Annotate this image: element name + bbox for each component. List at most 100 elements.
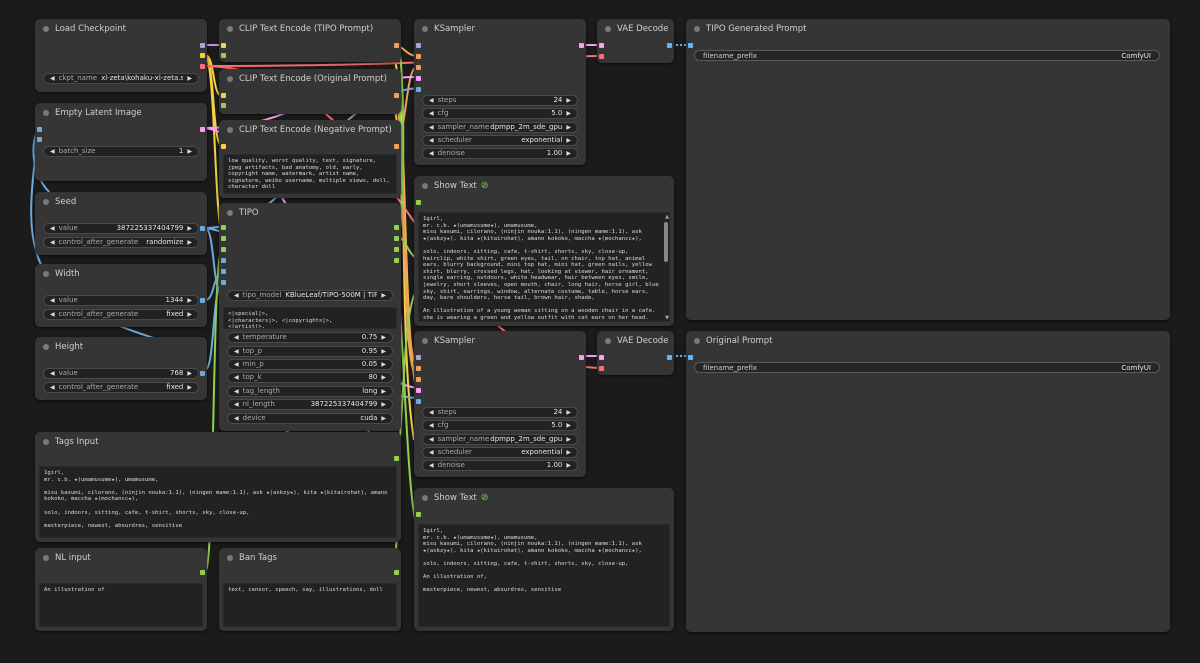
left-arrow-icon[interactable]: ◀ <box>429 110 434 117</box>
right-arrow-icon[interactable]: ▶ <box>381 374 386 381</box>
clip-input-port[interactable] <box>221 144 226 149</box>
vae-decode-node-1[interactable]: VAE Decode <box>597 19 674 63</box>
left-arrow-icon[interactable]: ◀ <box>429 422 434 429</box>
left-arrow-icon[interactable]: ◀ <box>50 239 55 246</box>
seed-input-port[interactable] <box>221 280 226 285</box>
left-arrow-icon[interactable]: ◀ <box>429 150 434 157</box>
conditioning-output-port[interactable] <box>394 43 399 48</box>
latent-output-port[interactable] <box>200 127 205 132</box>
collapse-dot[interactable] <box>43 344 49 350</box>
negative-input-port[interactable] <box>416 65 421 70</box>
model-input-port[interactable] <box>416 355 421 360</box>
collapse-dot[interactable] <box>227 26 233 32</box>
unformatted-prompt-output-port[interactable] <box>394 247 399 252</box>
samples-input-port[interactable] <box>599 355 604 360</box>
collapse-dot[interactable] <box>605 338 611 344</box>
collapse-dot[interactable] <box>43 110 49 116</box>
positive-input-port[interactable] <box>416 366 421 371</box>
left-arrow-icon[interactable]: ◀ <box>50 311 55 318</box>
width-value-widget[interactable]: ◀ value 1344 ▶ <box>43 295 199 306</box>
collapse-dot[interactable] <box>605 26 611 32</box>
left-arrow-icon[interactable]: ◀ <box>429 449 434 456</box>
left-arrow-icon[interactable]: ◀ <box>234 292 239 299</box>
collapse-dot[interactable] <box>227 127 233 133</box>
right-arrow-icon[interactable]: ▶ <box>566 110 571 117</box>
collapse-dot[interactable] <box>43 555 49 561</box>
left-arrow-icon[interactable]: ◀ <box>429 462 434 469</box>
left-arrow-icon[interactable]: ◀ <box>234 361 239 368</box>
clip-output-port[interactable] <box>200 53 205 58</box>
right-arrow-icon[interactable]: ▶ <box>187 370 192 377</box>
string-output-port[interactable] <box>394 456 399 461</box>
right-arrow-icon[interactable]: ▶ <box>187 297 192 304</box>
conditioning-output-port[interactable] <box>394 144 399 149</box>
scroll-up-icon[interactable]: ▲ <box>665 214 669 220</box>
seed-node[interactable]: Seed ◀ value 387225337404799 ▶ ◀ control… <box>35 192 207 255</box>
ban-tags-textarea[interactable]: text, censor, speech, say, illustrations… <box>223 583 397 627</box>
user-prompt-output-port[interactable] <box>394 236 399 241</box>
right-arrow-icon[interactable]: ▶ <box>566 409 571 416</box>
int-output-port[interactable] <box>200 371 205 376</box>
show-text-node-2[interactable]: Show Text⊘ 1girl, mr. c.b. ★(umamusume★)… <box>414 488 674 631</box>
collapse-dot[interactable] <box>422 183 428 189</box>
left-arrow-icon[interactable]: ◀ <box>429 409 434 416</box>
width-input-port[interactable] <box>37 127 42 132</box>
control-after-generate-combo[interactable]: ◀ control_after_generate randomize ▶ <box>43 237 199 248</box>
vae-input-port[interactable] <box>599 54 604 59</box>
latent-input-port[interactable] <box>416 76 421 81</box>
control-after-generate-combo[interactable]: ◀ control_after_generate fixed ▶ <box>43 309 199 320</box>
seed-value-widget[interactable]: ◀ value 387225337404799 ▶ <box>43 223 199 234</box>
text-input-port[interactable] <box>416 512 421 517</box>
collapse-dot[interactable] <box>227 210 233 216</box>
conditioning-output-port[interactable] <box>394 93 399 98</box>
batch-size-widget[interactable]: ◀ batch_size 1 ▶ <box>43 146 199 157</box>
width-node[interactable]: Width ◀ value 1344 ▶ ◀ control_after_gen… <box>35 264 207 327</box>
format-textarea[interactable]: <|special|>, <|characters|>, <|copyright… <box>223 307 397 329</box>
text-input-port[interactable] <box>416 200 421 205</box>
collapse-dot[interactable] <box>43 199 49 205</box>
height-value-widget[interactable]: ◀ value 768 ▶ <box>43 368 199 379</box>
right-arrow-icon[interactable]: ▶ <box>381 415 386 422</box>
left-arrow-icon[interactable]: ◀ <box>429 124 434 131</box>
filename-prefix-field[interactable]: filename_prefix ComfyUI <box>694 50 1160 61</box>
nl-input-port[interactable] <box>221 236 226 241</box>
collapse-dot[interactable] <box>227 555 233 561</box>
right-arrow-icon[interactable]: ▶ <box>381 348 386 355</box>
vae-input-port[interactable] <box>599 366 604 371</box>
left-arrow-icon[interactable]: ◀ <box>234 401 239 408</box>
right-arrow-icon[interactable]: ▶ <box>187 75 192 82</box>
show-text-node-1[interactable]: Show Text⊘ 1girl, mr. c.b. ★(umamusume★)… <box>414 176 674 326</box>
images-input-port[interactable] <box>688 355 693 360</box>
left-arrow-icon[interactable]: ◀ <box>234 348 239 355</box>
positive-input-port[interactable] <box>416 54 421 59</box>
prompt-output-port[interactable] <box>394 225 399 230</box>
left-arrow-icon[interactable]: ◀ <box>50 225 55 232</box>
model-output-port[interactable] <box>200 43 205 48</box>
string-output-port[interactable] <box>394 570 399 575</box>
latent-output-port[interactable] <box>579 355 584 360</box>
clip-input-port[interactable] <box>221 43 226 48</box>
right-arrow-icon[interactable]: ▶ <box>566 124 571 131</box>
seed-input-port[interactable] <box>416 87 421 92</box>
left-arrow-icon[interactable]: ◀ <box>234 388 239 395</box>
left-arrow-icon[interactable]: ◀ <box>429 97 434 104</box>
collapse-dot[interactable] <box>422 495 428 501</box>
tipo-model-combo[interactable]: ◀ tipo_model KBlueLeaf/TIPO-500M | TIPO-… <box>227 290 393 301</box>
right-arrow-icon[interactable]: ▶ <box>187 311 192 318</box>
latent-output-port[interactable] <box>579 43 584 48</box>
clip-encode-negative-node[interactable]: CLIP Text Encode (Negative Prompt) low q… <box>219 120 401 198</box>
clip-input-port[interactable] <box>221 93 226 98</box>
negative-input-port[interactable] <box>416 377 421 382</box>
left-arrow-icon[interactable]: ◀ <box>234 415 239 422</box>
left-arrow-icon[interactable]: ◀ <box>50 384 55 391</box>
tags-input-node[interactable]: Tags Input 1girl, mr. c.b. ★(umamusume★)… <box>35 432 401 542</box>
right-arrow-icon[interactable]: ▶ <box>381 292 386 299</box>
